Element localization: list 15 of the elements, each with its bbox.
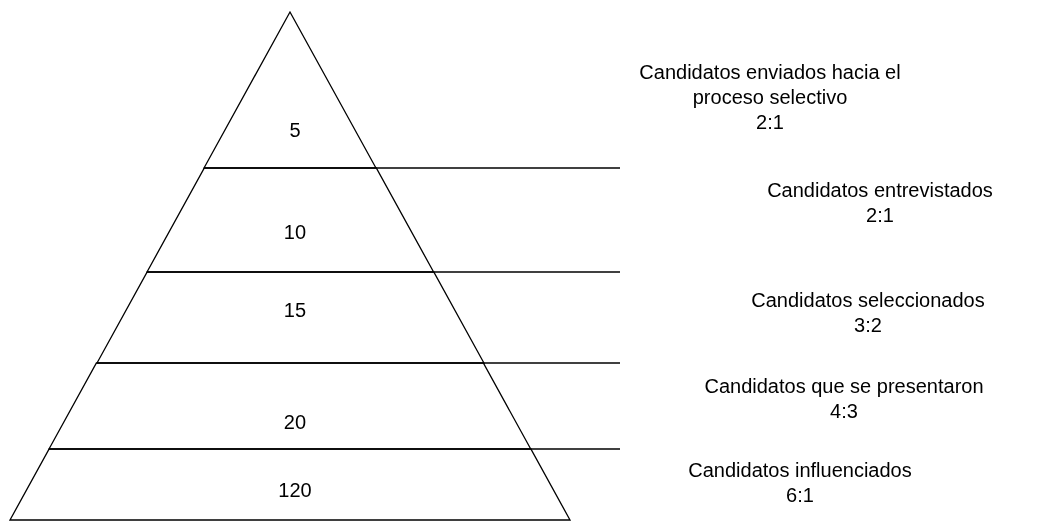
stage-description: Candidatos seleccionados <box>750 288 986 313</box>
stage-description: Candidatos entrevistados <box>766 178 994 203</box>
ratio-label: 3:2 <box>853 313 883 338</box>
ratio-label: 4:3 <box>829 399 859 424</box>
count-label: 20 <box>283 410 307 434</box>
ratio-label: 2:1 <box>755 110 785 135</box>
count-label: 15 <box>283 298 307 322</box>
count-label: 10 <box>283 220 307 244</box>
stage-description: Candidatos enviados hacia el proceso selectivo <box>638 60 902 110</box>
ratio-label: 2:1 <box>865 203 895 228</box>
count-label: 120 <box>278 478 312 502</box>
count-label: 5 <box>289 118 301 142</box>
stage-description: Candidatos que se presentaron <box>703 374 985 399</box>
ratio-label: 6:1 <box>785 483 815 508</box>
stage-description: Candidatos influenciados <box>687 458 913 483</box>
